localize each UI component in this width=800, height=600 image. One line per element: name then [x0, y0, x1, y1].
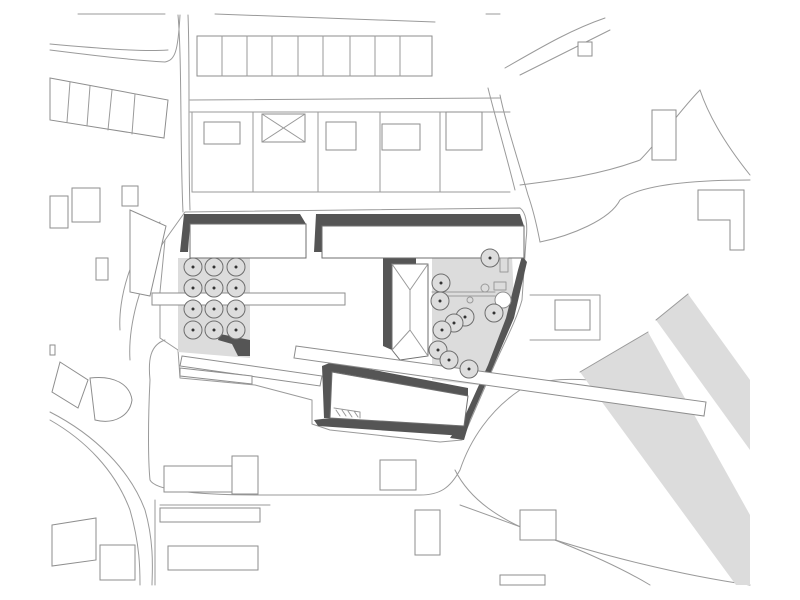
tree-trunk — [191, 286, 195, 290]
north-west-wing — [189, 223, 307, 259]
neighbouring-buildings — [49, 35, 745, 586]
tree-trunk — [438, 299, 442, 303]
west-walkway — [151, 292, 346, 306]
tree-trunk — [436, 348, 440, 352]
tree-trunk — [439, 281, 443, 285]
tree-trunk — [447, 358, 451, 362]
tree-trunk — [463, 315, 467, 319]
tree-trunk — [234, 286, 238, 290]
tree-trunk — [212, 307, 216, 311]
tree-trunk — [488, 256, 492, 260]
tree-trunk — [440, 328, 444, 332]
south-walkway — [293, 345, 707, 417]
south-wing — [329, 371, 469, 427]
school-complex — [151, 207, 707, 443]
tree-trunk — [234, 307, 238, 311]
playing-fields — [579, 293, 750, 585]
tree-trunk — [467, 367, 471, 371]
tree-trunk — [191, 307, 195, 311]
north-main-wing — [321, 225, 525, 259]
tree-trunk — [191, 265, 195, 269]
tree-trunk — [234, 328, 238, 332]
tree-trunk — [212, 286, 216, 290]
tree-trunk — [492, 311, 496, 315]
tree-trunk — [212, 265, 216, 269]
tree-trunk — [191, 328, 195, 332]
tree-trunk — [452, 321, 456, 325]
tree-group — [183, 248, 504, 379]
tree-trunk — [212, 328, 216, 332]
tree-trunk — [234, 265, 238, 269]
